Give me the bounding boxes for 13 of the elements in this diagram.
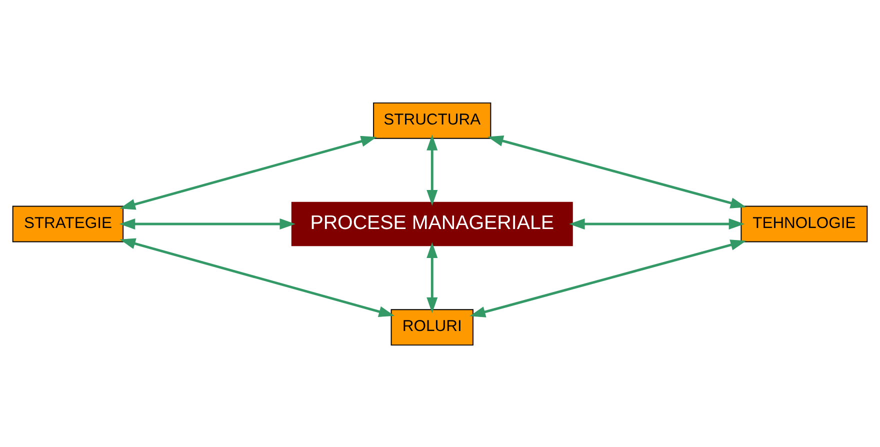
node-box: STRUCTURA xyxy=(373,102,492,138)
node-box: PROCESE MANAGERIALE xyxy=(291,201,573,246)
arrow xyxy=(569,218,745,230)
arrow xyxy=(426,242,438,313)
arrow xyxy=(488,135,746,208)
arrow xyxy=(119,218,296,230)
arrow xyxy=(426,134,438,206)
node-box: STRATEGIE xyxy=(12,205,124,242)
node-box: ROLURI xyxy=(390,308,474,346)
arrow xyxy=(120,135,377,210)
arrow xyxy=(120,238,395,316)
node-box: TEHNOLOGIE xyxy=(740,205,868,242)
arrow xyxy=(470,239,746,317)
